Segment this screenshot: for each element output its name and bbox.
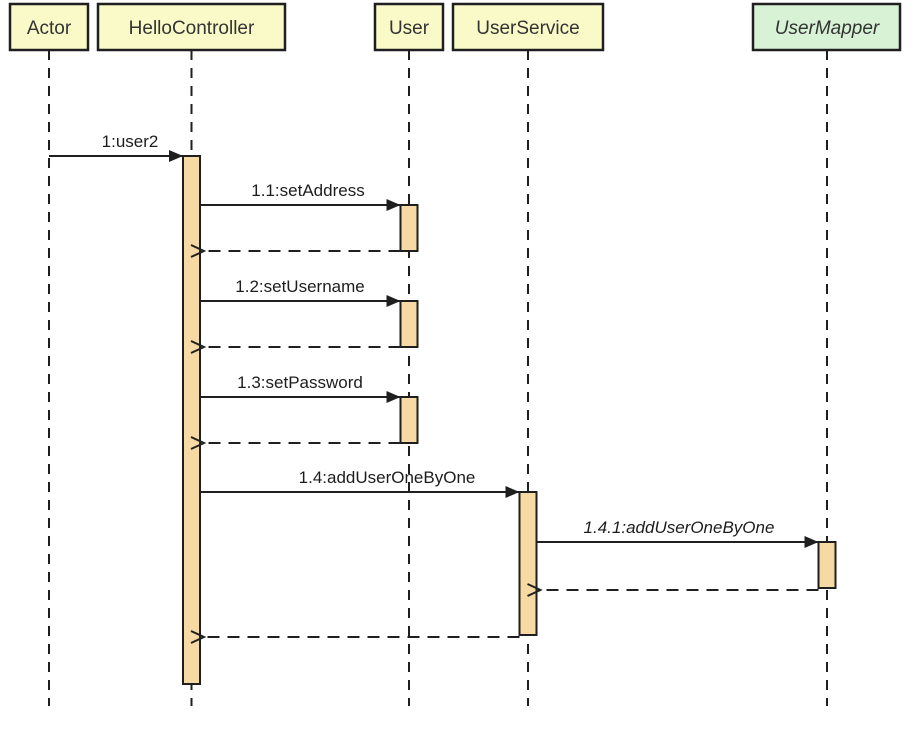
participant-user: User bbox=[373, 2, 445, 52]
activation-hellocontroller bbox=[182, 155, 201, 685]
participant-box-usermapper bbox=[751, 2, 902, 52]
message-label-1-1: 1.1:setAddress bbox=[251, 181, 364, 200]
participant-label-user: User bbox=[389, 18, 430, 39]
participant-box-userservice bbox=[451, 2, 605, 52]
participant-label-actor: Actor bbox=[27, 18, 72, 39]
participant-label-usermapper: UserMapper bbox=[775, 18, 880, 39]
activation-user-1 bbox=[399, 204, 419, 252]
participant-userservice: UserService bbox=[451, 2, 605, 52]
participant-label-hellocontroller: HelloController bbox=[129, 18, 255, 39]
participant-box-user bbox=[373, 2, 445, 52]
message-1-4-1: 1.4.1:addUserOneByOne bbox=[536, 518, 819, 548]
activation-user-3 bbox=[399, 396, 419, 444]
message-label-1-4: 1.4:addUserOneByOne bbox=[299, 468, 476, 487]
activation-userservice bbox=[518, 491, 538, 636]
participant-actor: Actor bbox=[8, 2, 90, 52]
participant-usermapper: UserMapper bbox=[751, 2, 902, 52]
message-label-1-4-1: 1.4.1:addUserOneByOne bbox=[584, 518, 775, 537]
activation-usermapper bbox=[817, 541, 837, 589]
participant-hellocontroller: HelloController bbox=[96, 2, 287, 52]
participant-label-userservice: UserService bbox=[476, 18, 579, 39]
participant-box-hellocontroller bbox=[96, 2, 287, 52]
activation-user-2 bbox=[399, 300, 419, 348]
message-label-1-2: 1.2:setUsername bbox=[235, 277, 364, 296]
message-1-1: 1.1:setAddress bbox=[200, 181, 401, 211]
message-1-2: 1.2:setUsername bbox=[200, 277, 401, 307]
message-label-1-3: 1.3:setPassword bbox=[237, 373, 363, 392]
message-1-4: 1.4:addUserOneByOne bbox=[200, 468, 520, 498]
message-label-1: 1:user2 bbox=[102, 132, 159, 151]
message-1-3: 1.3:setPassword bbox=[200, 373, 401, 403]
message-1: 1:user2 bbox=[49, 132, 183, 162]
participant-box-actor bbox=[8, 2, 90, 52]
